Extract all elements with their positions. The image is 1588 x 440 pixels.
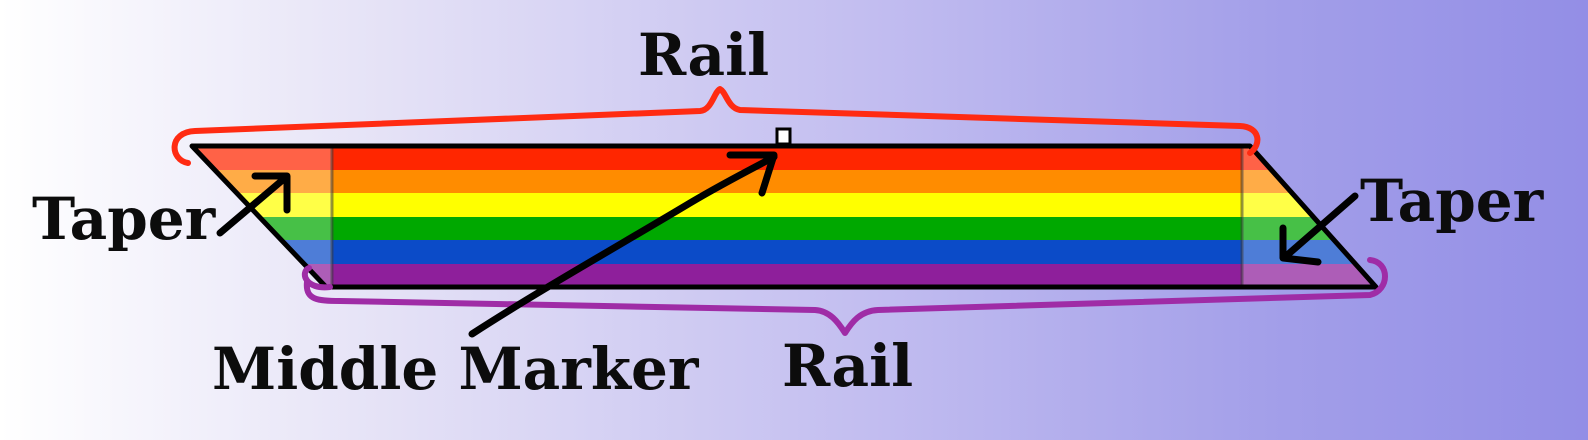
middle-marker-arrow bbox=[468, 151, 778, 338]
middle-marker-notch bbox=[775, 127, 792, 146]
middle-marker-label: Middle Marker bbox=[212, 335, 699, 403]
stripe-purple bbox=[192, 264, 1376, 287]
stripe-orange bbox=[192, 170, 1376, 193]
taper-right-arrow bbox=[1279, 192, 1359, 266]
stripe-blue bbox=[192, 240, 1376, 264]
stripe-green bbox=[192, 217, 1376, 240]
stripe-red bbox=[192, 146, 1376, 170]
stripe-yellow bbox=[192, 193, 1376, 217]
rail-bottom-label: Rail bbox=[782, 332, 914, 400]
taper-left-label: Taper bbox=[32, 185, 216, 253]
taper-right-label: Taper bbox=[1360, 167, 1544, 235]
rail-bottom-brace bbox=[301, 257, 1388, 336]
rail-top-label: Rail bbox=[638, 21, 770, 89]
rail-top-brace bbox=[171, 86, 1261, 166]
taper-left-arrow bbox=[216, 172, 291, 237]
rainbow-fill bbox=[192, 146, 1376, 287]
banner-outline bbox=[189, 143, 1379, 290]
